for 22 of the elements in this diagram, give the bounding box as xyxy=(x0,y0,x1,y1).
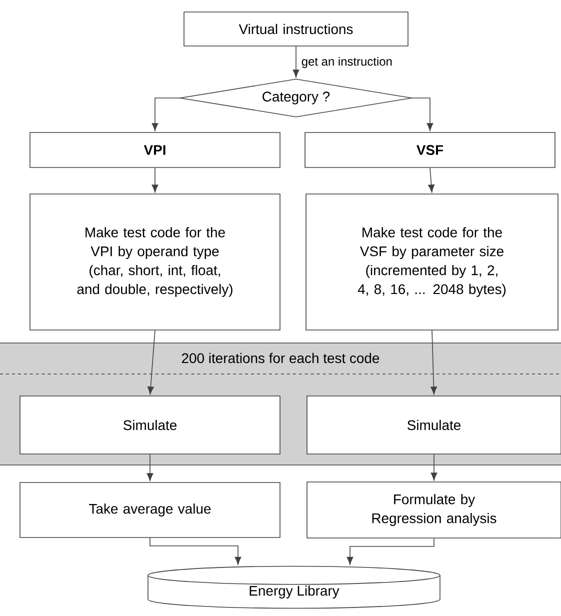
arrow xyxy=(292,46,300,78)
process-box: Simulate xyxy=(20,396,280,454)
arrow xyxy=(147,330,156,394)
arrow xyxy=(430,330,437,394)
arrow xyxy=(152,98,180,131)
category-box: VPI xyxy=(30,132,280,168)
process-box: Make test code for the VPI by operand type (char, short, int, float, and double, respectively) xyxy=(30,194,280,330)
arrow xyxy=(346,538,434,565)
arrow xyxy=(146,454,154,481)
process-box: Simulate xyxy=(306,396,561,454)
process-box: Virtual instructions xyxy=(184,12,408,46)
process-box: Take average value xyxy=(20,482,280,538)
arrow xyxy=(430,454,438,480)
arrow xyxy=(150,538,242,565)
process-box: Formulate by Regression analysis xyxy=(306,482,561,538)
arrow xyxy=(152,168,158,192)
category-box: VSF xyxy=(304,132,556,168)
edge-label: get an instruction xyxy=(300,56,394,70)
arrow xyxy=(412,98,434,131)
arrow xyxy=(428,168,435,192)
database-cylinder: Energy Library xyxy=(148,566,440,609)
process-box: Make test code for the VSF by parameter size (incremented by 1, 2, 4, 8, 16, ... 2048 bytes) xyxy=(306,194,558,330)
